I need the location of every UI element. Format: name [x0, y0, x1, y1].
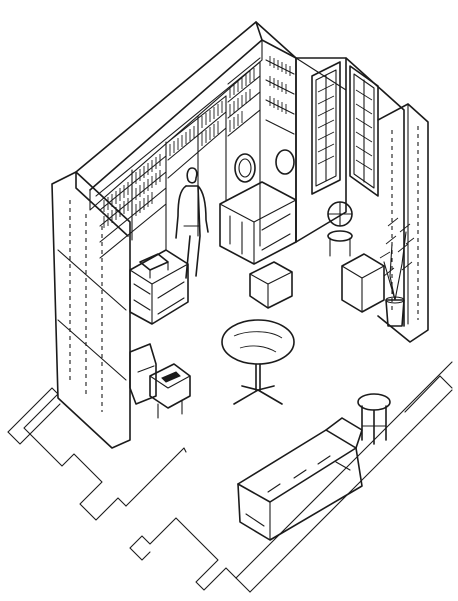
- side-table-books: [149, 363, 191, 419]
- floor-plan-outline: [7, 361, 453, 593]
- corner-shelves-right: [261, 39, 297, 243]
- potted-plant: [379, 217, 415, 327]
- left-console: [129, 249, 189, 325]
- lower-cabinet: [219, 181, 297, 265]
- back-left-wall-bookshelves: [75, 21, 297, 259]
- left-wall-pier: [51, 171, 131, 449]
- window-left: [311, 61, 341, 195]
- globe-stand: [327, 201, 353, 257]
- standing-figure: [175, 167, 209, 279]
- armchair: [129, 343, 157, 405]
- round-table: [221, 319, 295, 405]
- ottoman: [249, 261, 293, 309]
- stool: [357, 393, 391, 445]
- side-cabinet: [341, 253, 385, 313]
- right-wall-pier: [377, 103, 429, 343]
- round-mirror: [234, 149, 295, 183]
- sofa: [237, 417, 363, 541]
- window-right: [349, 65, 379, 197]
